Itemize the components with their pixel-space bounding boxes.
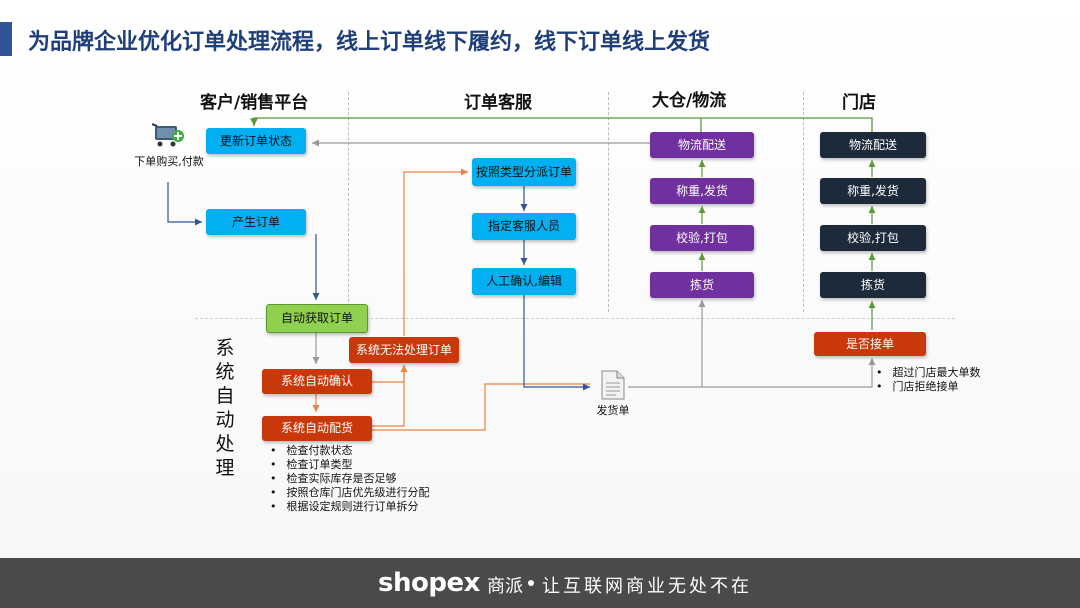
- check-item: 按照仓库门店优先级进行分配: [270, 486, 430, 500]
- column-header-service: 订单客服: [464, 93, 532, 113]
- fail-to-dispatch-line: [403, 168, 468, 336]
- bullet-dot: [528, 580, 534, 586]
- manual-to-doc-line: [523, 295, 590, 391]
- shipping-doc-label: 发货单: [596, 404, 630, 417]
- doc-to-store-line: [702, 358, 876, 388]
- column-header-store: 门店: [842, 93, 876, 113]
- system-zone-label: 系统自动处理: [215, 337, 235, 479]
- store-step-weigh: 称重,发货: [820, 178, 926, 204]
- title-accent-bar: [0, 22, 12, 56]
- lane-divider: [803, 92, 804, 312]
- buy-label: 下单购买,付款: [134, 155, 204, 168]
- warehouse-step-pick: 拣货: [650, 272, 754, 298]
- allocate-to-fail-line: [372, 365, 405, 427]
- check-item: 检查实际库存是否足够: [270, 472, 430, 486]
- check-item: 检查付款状态: [270, 444, 430, 458]
- reason-item: 超过门店最大单数: [876, 366, 981, 380]
- shopping-cart-icon: [152, 123, 184, 147]
- assign-agent-box: 指定客服人员: [472, 213, 576, 240]
- auto-fetch-box: 自动获取订单: [266, 304, 368, 333]
- dispatch-box: 按照类型分派订单: [472, 158, 576, 186]
- reason-item: 门店拒绝接单: [876, 380, 981, 394]
- create-order-box: 产生订单: [206, 209, 306, 235]
- store-step-delivery: 物流配送: [820, 132, 926, 158]
- warehouse-step-pack: 校验,打包: [650, 225, 754, 251]
- column-header-customer: 客户/销售平台: [200, 93, 309, 113]
- store-accept-box: 是否接单: [814, 332, 926, 356]
- allocate-to-doc-line: [372, 383, 590, 431]
- store-reject-reasons: 超过门店最大单数 门店拒绝接单: [876, 366, 981, 394]
- doc-to-warehouse-line: [628, 300, 706, 388]
- system-fail-box: 系统无法处理订单: [349, 337, 459, 363]
- slogan: 让互联网商业无处不在: [542, 576, 752, 597]
- lane-divider: [348, 92, 349, 312]
- footer-bar: shopex 商派 让互联网商业无处不在: [0, 558, 1080, 608]
- buy-to-order-line: [167, 182, 202, 226]
- update-status-box: 更新订单状态: [206, 128, 306, 154]
- manual-confirm-box: 人工确认,编辑: [472, 268, 576, 295]
- check-item: 根据设定规则进行订单拆分: [270, 500, 430, 514]
- system-check-list: 检查付款状态 检查订单类型 检查实际库存是否足够 按照仓库门店优先级进行分配 根…: [270, 444, 430, 514]
- flow-connectors: [167, 117, 876, 431]
- slide-title: 为品牌企业优化订单处理流程，线上订单线下履约，线下订单线上发货: [28, 30, 711, 55]
- auto-confirm-box: 系统自动确认: [262, 369, 372, 394]
- column-header-warehouse: 大仓/物流: [652, 91, 727, 111]
- warehouse-step-delivery: 物流配送: [650, 132, 754, 158]
- auto-allocate-box: 系统自动配货: [262, 416, 372, 441]
- store-step-pack: 校验,打包: [820, 225, 926, 251]
- warehouse-step-weigh: 称重,发货: [650, 178, 754, 204]
- brand-cn: 商派: [487, 576, 523, 597]
- check-item: 检查订单类型: [270, 458, 430, 472]
- document-icon: [601, 370, 625, 400]
- brand-logo: shopex: [378, 568, 480, 598]
- system-zone-divider: [195, 318, 955, 319]
- lane-divider: [608, 92, 609, 312]
- status-feedback-line: [250, 117, 873, 133]
- store-step-pick: 拣货: [820, 272, 926, 298]
